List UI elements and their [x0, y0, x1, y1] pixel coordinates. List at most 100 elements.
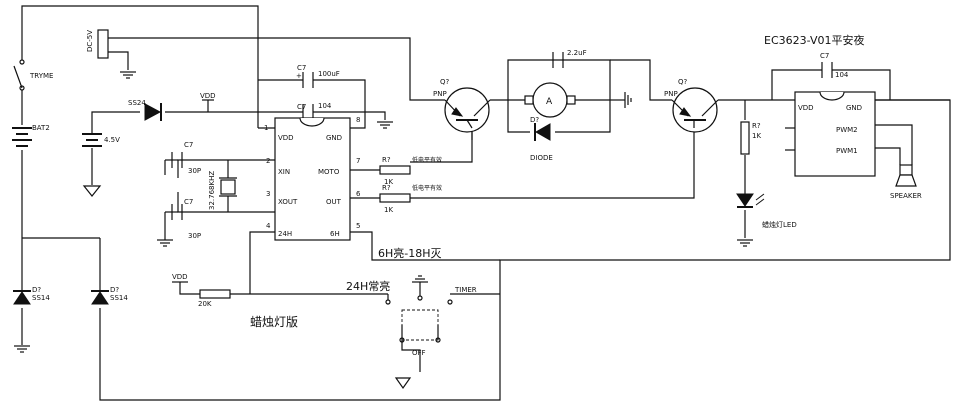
ground-icon	[737, 239, 753, 247]
c-label: C7	[184, 141, 193, 149]
q-label: Q?	[440, 78, 450, 86]
ss14-diode-left: D? SS14	[13, 286, 50, 305]
ground-icon	[624, 92, 632, 108]
tryme-label: TRYME	[29, 72, 53, 80]
pin-number: 6	[356, 190, 361, 198]
pin-name: XIN	[278, 168, 290, 176]
pin-name: 6H	[330, 230, 340, 238]
cap-30p: C7 30P	[171, 141, 201, 175]
pin-name: MOTO	[318, 168, 340, 176]
cap-100uf: C7 100uF +	[296, 64, 340, 88]
transistor-q1: Q? PNP	[433, 78, 491, 133]
diagram-title: EC3623-V01平安夜	[764, 33, 864, 47]
d-label: D?	[110, 286, 119, 294]
cap-value: 104	[835, 71, 849, 79]
pin-name: PWM1	[836, 147, 858, 155]
c-label: C7	[297, 64, 306, 72]
ss24-label: SS24	[128, 99, 146, 107]
speaker-icon: SPEAKER	[890, 164, 922, 200]
cap-104: C7 104	[297, 102, 332, 120]
resistor-moto: R? 1K 低电平有效	[379, 156, 442, 186]
motor: A	[524, 82, 576, 118]
ss14-diode-right: D? SS14	[91, 286, 128, 305]
dc-jack: DC-5V	[86, 29, 109, 59]
pin-number: 5	[356, 222, 360, 230]
off-label: OFF	[412, 349, 426, 357]
pin-name: 24H	[278, 230, 292, 238]
battery-4v5: 4.5V	[82, 133, 120, 197]
mode-24h-label: 24H常亮	[346, 279, 390, 293]
cap-104-music: C7 104	[820, 52, 849, 79]
cap-value: 30P	[188, 232, 201, 240]
ground-icon	[14, 345, 30, 353]
pin-name: XOUT	[278, 198, 298, 206]
pin-number: 7	[356, 157, 360, 165]
vdd-label: VDD	[200, 92, 216, 100]
v45-label: 4.5V	[104, 136, 120, 144]
ss14-label: SS14	[32, 294, 50, 302]
led: 蜡烛灯LED	[736, 193, 797, 229]
r-label: R?	[752, 122, 761, 130]
crystal: 32.768KHZ	[208, 171, 237, 210]
cap-30p: C7 30P	[171, 198, 201, 240]
ground-icon	[120, 71, 136, 79]
pin-name: OUT	[326, 198, 342, 206]
mode-6h-label: 6H亮-18H灭	[378, 246, 442, 260]
r-value: 1K	[384, 178, 393, 186]
d-label: D?	[32, 286, 41, 294]
bat-label: BAT2	[32, 124, 50, 132]
pin-name: GND	[846, 104, 862, 112]
xtal-label: 32.768KHZ	[208, 171, 216, 210]
battery-bat2: BAT2	[12, 124, 50, 147]
c-label: C7	[297, 103, 306, 111]
pin-name: VDD	[798, 104, 814, 112]
resistor-20k: 20K	[198, 289, 231, 308]
led-label: 蜡烛灯LED	[762, 220, 797, 229]
dc-label: DC-5V	[86, 30, 94, 52]
pin-number: 2	[266, 157, 270, 165]
pin-number: 3	[266, 190, 270, 198]
wires	[21, 5, 951, 401]
c-label: C7	[820, 52, 829, 60]
ss14-label: SS14	[110, 294, 128, 302]
low-active-label: 低电平有效	[412, 156, 442, 164]
pnp-label: PNP	[433, 90, 447, 98]
ground-icon	[394, 377, 412, 390]
pin-name: VDD	[278, 134, 294, 142]
r-label: R?	[382, 184, 391, 192]
q-label: Q?	[678, 78, 688, 86]
cap-value: 104	[318, 102, 332, 110]
r-label: R?	[382, 156, 391, 164]
main-ic: VDD XIN XOUT 24H GND MOTO OUT 6H 1 2 3 4…	[264, 116, 361, 241]
tryme-switch: TRYME	[13, 59, 53, 91]
pin-number: 1	[264, 124, 268, 132]
pin-number: 8	[356, 116, 360, 124]
r-value: 20K	[198, 300, 212, 308]
resistor-out: R? 1K 低电平有效	[379, 184, 442, 214]
cap-value: 2.2uF	[567, 49, 587, 57]
ground-icon	[377, 121, 393, 129]
pnp-label: PNP	[664, 90, 678, 98]
r-value: 1K	[752, 132, 761, 140]
svg-text:+: +	[296, 72, 302, 80]
pin-number: 4	[266, 222, 271, 230]
resistor-led: R? 1K	[740, 121, 761, 155]
c-label: C7	[184, 198, 193, 206]
mode-switch: OFF TIMER	[385, 286, 477, 357]
vdd-label: VDD	[172, 273, 188, 281]
motor-diode: D? DIODE	[530, 116, 553, 162]
r-value: 1K	[384, 206, 393, 214]
cap-2u2: 2.2uF	[552, 49, 587, 68]
pin-name: GND	[326, 134, 342, 142]
diode-label: DIODE	[530, 154, 553, 162]
pin-name: PWM2	[836, 126, 858, 134]
vdd-symbol: VDD	[200, 92, 216, 112]
ground-icon	[157, 239, 173, 247]
music-ic: VDD GND PWM2 PWM1	[785, 91, 876, 177]
speaker-label: SPEAKER	[890, 192, 922, 200]
d-label: D?	[530, 116, 539, 124]
board-label: 蜡烛灯版	[250, 315, 298, 329]
transistor-q2: Q? PNP	[664, 78, 719, 133]
ss24-diode: SS24	[128, 99, 162, 121]
